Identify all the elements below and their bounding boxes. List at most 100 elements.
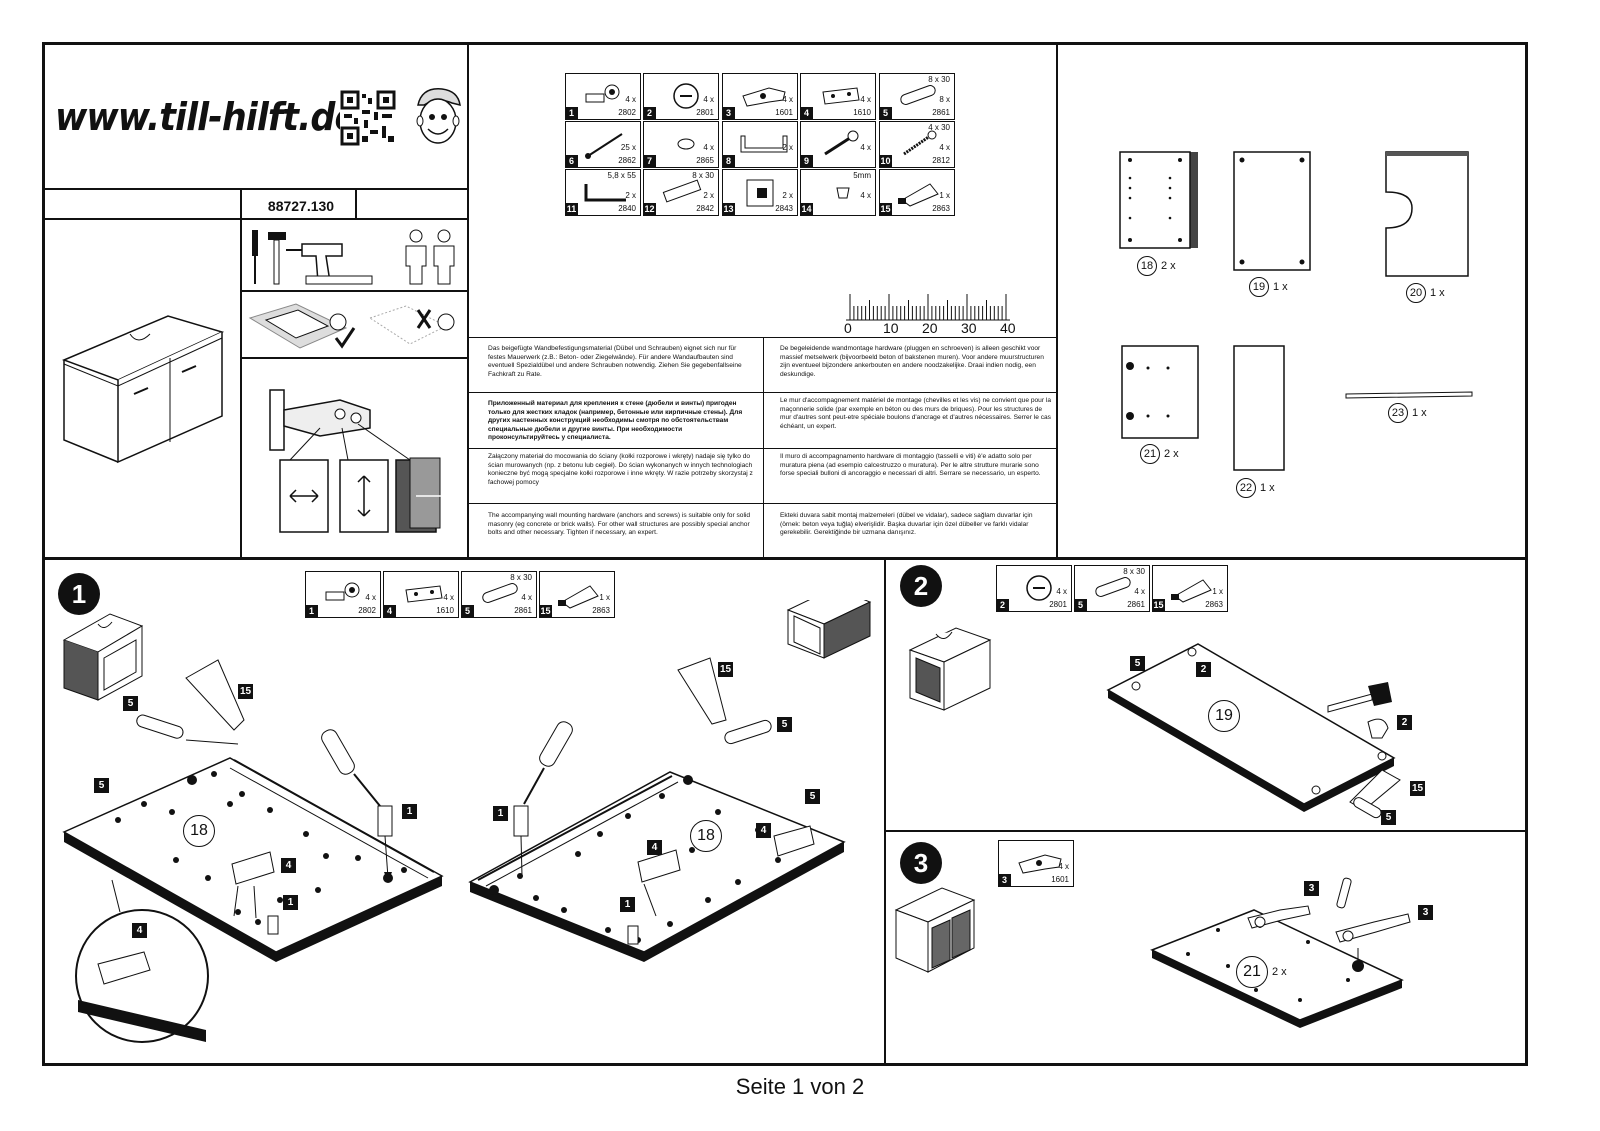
part-number: 15: [879, 203, 892, 216]
part-code: 2801: [696, 108, 714, 117]
hinge-icon: [1018, 854, 1062, 874]
part-number: 8: [722, 155, 735, 168]
callout-tag: 4: [132, 923, 147, 938]
nail-icon: [585, 133, 623, 159]
part-quantity: 4 x: [521, 593, 532, 602]
notice-it: Il muro di accompagnamento hardware di m…: [780, 453, 1041, 478]
part-quantity: 8 x: [939, 95, 950, 104]
article-number: 88727.130: [267, 198, 335, 214]
board-18-label-left: 18: [183, 815, 215, 847]
callout-tag: 4: [281, 858, 296, 873]
callout-tag: 5: [1130, 656, 1145, 671]
part-code: 2861: [1127, 600, 1145, 609]
page-footer: Seite 1 von 2: [735, 1074, 865, 1099]
ruler-label: 10: [883, 320, 899, 336]
mascot-icon: [416, 88, 461, 144]
part-number: 2: [996, 599, 1009, 612]
part-code: 2863: [1205, 600, 1223, 609]
glue-tube-icon: [558, 585, 599, 609]
part-code: 2865: [696, 156, 714, 165]
part-code: 2842: [696, 204, 714, 213]
divider: [42, 188, 468, 190]
part-item: 4 x 2801 2: [643, 73, 719, 120]
part-quantity: 4 x: [782, 95, 793, 104]
notice-pl: Załączony materiał do mocowania do ścian…: [488, 453, 753, 486]
part-number: 5: [1074, 599, 1087, 612]
divider: [884, 558, 886, 1066]
part-code: 2861: [514, 606, 532, 615]
step-1-badge: 1: [58, 573, 100, 615]
ruler-icon: [846, 294, 1010, 321]
divider: [763, 337, 764, 558]
handle-icon: [740, 135, 788, 153]
part-quantity: 4 x: [703, 143, 714, 152]
part-number: 3: [722, 107, 735, 120]
part-dimension: 5,8 x 55: [607, 171, 636, 180]
part-quantity: 4 x: [860, 95, 871, 104]
divider: [468, 503, 1057, 504]
notice-de: Das beigefügte Wandbefestigungsmaterial …: [488, 345, 742, 378]
part-code: 2863: [592, 606, 610, 615]
board-23-icon: [1345, 391, 1473, 399]
step-3-illustration: [894, 877, 1411, 1028]
part-number: 4: [800, 107, 813, 120]
step-2-illustration: [908, 627, 1401, 819]
part-number: 13: [722, 203, 735, 216]
part-number: 2: [643, 107, 656, 120]
cam-lock-icon: [1026, 575, 1052, 601]
callout-tag: 5: [805, 789, 820, 804]
part-number: 14: [800, 203, 813, 216]
board-21-icon: [1121, 345, 1199, 439]
part-number: 11: [565, 203, 578, 216]
dowel-screw-icon: [585, 84, 620, 103]
wooden-dowel-icon: [1095, 577, 1131, 597]
screw-icon: [824, 130, 859, 156]
dowel-screw-icon: [325, 582, 360, 601]
part-number: 5: [879, 107, 892, 120]
step-1-illustration: [62, 600, 872, 1043]
divider: [884, 830, 1528, 832]
wooden-dowel-icon: [482, 583, 518, 603]
tools-icon: [252, 229, 455, 285]
divider: [240, 357, 468, 359]
part-quantity: 2 x: [782, 143, 793, 152]
part-code: 2802: [358, 606, 376, 615]
part-quantity: 4 x: [703, 95, 714, 104]
step-3-badge: 3: [900, 842, 942, 884]
wooden-dowel-icon: [900, 85, 936, 105]
cap-icon: [677, 138, 695, 150]
divider: [1056, 42, 1058, 558]
part-dimension: 5mm: [853, 171, 871, 180]
part-quantity: 1 x: [599, 593, 610, 602]
glue-tube-icon: [898, 183, 939, 207]
part-code: 2840: [618, 204, 636, 213]
ruler-label: 40: [1000, 320, 1016, 336]
part-item: 2 x 8: [722, 121, 798, 168]
website-logo[interactable]: www.till-hilft.de: [55, 95, 358, 139]
callout-tag: 1: [283, 895, 298, 910]
cam-lock-icon: [673, 83, 699, 109]
callout-tag: 3: [1418, 905, 1433, 920]
page-frame: [42, 42, 1528, 1066]
part-number: 10: [879, 155, 892, 168]
foot-pad-icon: [836, 187, 850, 199]
part-quantity: 4 x: [443, 593, 454, 602]
part-quantity: 1 x: [939, 191, 950, 200]
part-quantity: 4 x: [1058, 862, 1069, 871]
part-number: 9: [800, 155, 813, 168]
